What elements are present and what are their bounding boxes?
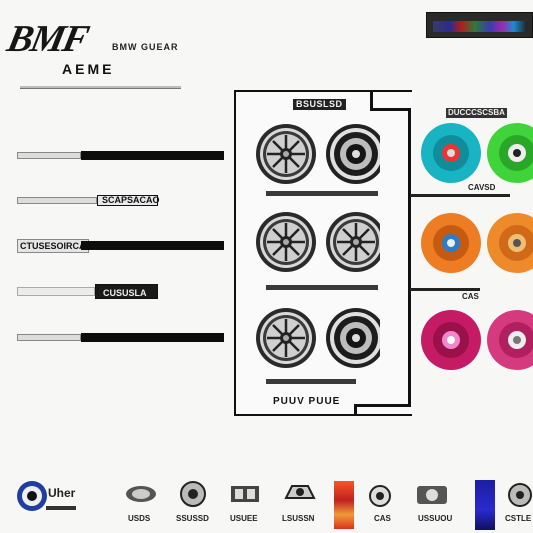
color-label-a: CAVSD [468, 183, 496, 192]
slider-4[interactable]: CUSUSLA [17, 284, 158, 299]
connector-line [410, 194, 510, 197]
wheel-icon [254, 306, 318, 370]
color-swatch-blue[interactable] [475, 480, 495, 530]
brand-logo: BMF [3, 18, 91, 60]
wheel-grid [254, 122, 380, 370]
bottom-label: USSUOU [418, 514, 453, 523]
bottom-label: USDS [128, 514, 151, 523]
gear-icon[interactable] [414, 482, 450, 508]
panel-title: BSUSLSD [293, 99, 346, 110]
wheel-icon [421, 123, 481, 183]
wheel-icon [254, 210, 318, 274]
brand-tagline: BMW GUEAR [112, 42, 179, 52]
dome-icon[interactable] [176, 480, 210, 508]
slider-3-label: CTUSESOIRCA [17, 239, 89, 253]
wheel-icon [487, 213, 533, 273]
wheel-icon [487, 123, 533, 183]
slider-2[interactable]: SCAPSACAO [17, 195, 160, 206]
wheel-icon [487, 310, 533, 370]
wheel-icon [326, 124, 380, 184]
sensor-icon[interactable] [366, 484, 396, 508]
bottom-label: USUEE [230, 514, 258, 523]
wheel-icon [326, 308, 380, 368]
bottom-label: LSUSSN [282, 514, 315, 523]
slider-5[interactable] [17, 332, 224, 343]
color-swatch-red[interactable] [334, 481, 354, 529]
slider-4-label: CUSUSLA [103, 288, 147, 298]
bottom-logo-text: Uher [48, 486, 76, 500]
bottom-label: SSUSSD [176, 514, 209, 523]
slider-2-label: SCAPSACAO [102, 195, 160, 205]
logo-underline [20, 86, 181, 89]
panel-divider [266, 285, 378, 290]
bottom-label: CSTLE [505, 514, 532, 523]
wheel-icon[interactable] [507, 482, 533, 508]
slider-1[interactable] [17, 150, 224, 161]
color-panel-title: DUCCCSCSBA [446, 108, 507, 118]
camera-icon[interactable] [282, 476, 318, 504]
wheel-icon [421, 213, 481, 273]
color-label-b: CAS [462, 292, 479, 301]
brand-subtitle: AEME [62, 61, 115, 77]
engine-icon[interactable] [228, 482, 262, 506]
wheel-icon [421, 310, 481, 370]
panel-divider [266, 379, 356, 384]
bottom-label: CAS [374, 514, 391, 523]
color-wheel-grid [421, 123, 533, 370]
wheel-icon [254, 122, 318, 186]
connector-line [410, 288, 480, 291]
color-bar-icon[interactable] [426, 12, 533, 38]
brand-badge-icon [17, 481, 47, 511]
wheel-icon [324, 210, 380, 274]
panel-footer: PUUV PUUE [273, 396, 341, 407]
panel-divider [266, 191, 378, 196]
car-icon[interactable] [124, 482, 158, 504]
slider-3[interactable]: CTUSESOIRCA [17, 239, 224, 253]
